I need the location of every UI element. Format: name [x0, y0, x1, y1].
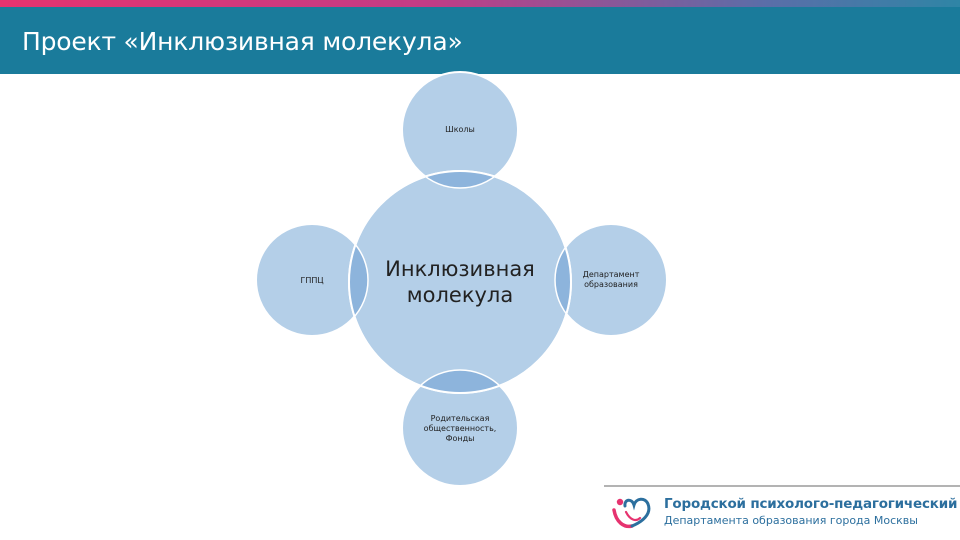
organization-subtitle: Департамента образования города Москвы — [664, 514, 918, 527]
top-accent-stripe — [0, 0, 960, 7]
page-title: Проект «Инклюзивная молекула» — [22, 27, 463, 56]
overlap-right — [554, 223, 571, 337]
node-label-left: ГППЦ — [300, 276, 324, 285]
overlap-top — [401, 171, 519, 189]
footer-divider — [604, 485, 960, 487]
node-label-bottom: Родительская общественность, Фонды — [423, 414, 497, 443]
node-label-right: Департамент образования — [582, 270, 640, 289]
overlap-left — [349, 223, 369, 337]
node-label-top: Школы — [445, 125, 475, 134]
overlap-bottom — [401, 369, 519, 393]
header-bar: Проект «Инклюзивная молекула» — [0, 7, 960, 74]
organization-logo-icon — [612, 497, 651, 529]
organization-name: Городской психолого-педагогический центр — [664, 496, 960, 512]
node-label-center: Инклюзивная молекула — [385, 257, 535, 307]
